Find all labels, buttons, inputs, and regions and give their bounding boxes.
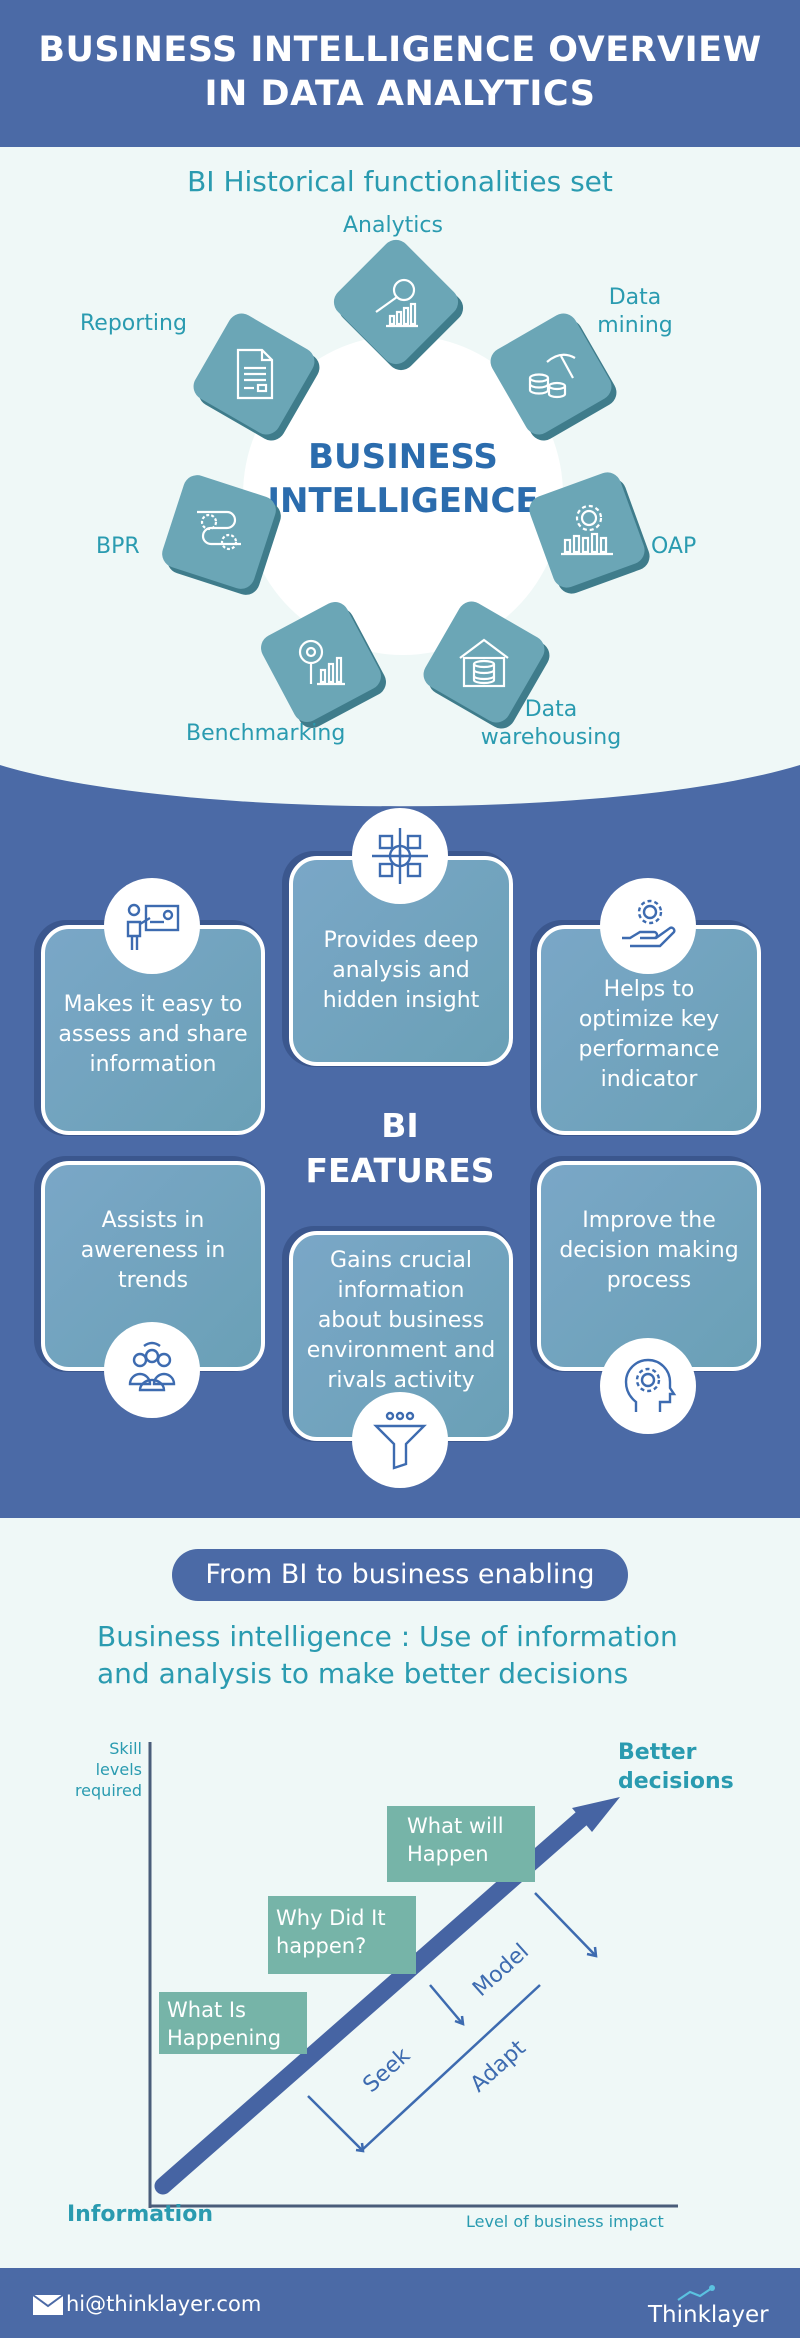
y-axis-label: Skill levels required: [74, 1739, 142, 1800]
thinklayer-logo-icon: [677, 2285, 715, 2301]
footer-email[interactable]: hi@thinklayer.com: [66, 2292, 262, 2316]
goal-label: Better decisions: [618, 1740, 734, 1794]
label-data-mining: Data mining: [597, 285, 673, 338]
target-icon: [372, 828, 428, 884]
label-analytics: Analytics: [343, 213, 443, 238]
label-oap: OAP: [651, 534, 697, 559]
question-box-why: Why Did It happen?: [268, 1896, 416, 1974]
pickaxe-coins-icon: [528, 353, 576, 399]
footer-brand: Thinklayer: [648, 2302, 769, 2328]
feature-circle-2: [352, 808, 448, 904]
label-benchmarking: Benchmarking: [186, 721, 346, 746]
report-document-icon: [236, 348, 274, 400]
stopwatch-chart-icon: [298, 639, 345, 686]
magnifier-chart-icon: [375, 278, 418, 328]
enabling-pill: From BI to business enabling: [172, 1549, 628, 1601]
header-banner: [0, 0, 800, 147]
feature-circle-3: [600, 878, 696, 974]
enabling-subtitle: Business intelligence : Use of informati…: [97, 1620, 678, 1690]
label-data-warehousing: Data warehousing: [480, 697, 622, 750]
label-bpr: BPR: [96, 534, 140, 559]
presentation-icon: [126, 903, 180, 950]
head-gear-icon: [624, 1358, 677, 1412]
wave-divider: [0, 760, 800, 807]
process-gears-icon: [197, 510, 241, 551]
question-box-happening: What Is Happening: [159, 1992, 307, 2054]
label-reporting: Reporting: [80, 311, 187, 336]
feature-circle-6: [600, 1338, 696, 1434]
envelope-icon: [32, 2294, 64, 2315]
origin-label: Information: [67, 2202, 213, 2227]
business-intelligence-label: BUSINESS INTELLIGENCE: [267, 437, 539, 521]
question-box-will-happen: What will Happen: [387, 1806, 535, 1882]
feature-circle-4: [104, 1322, 200, 1418]
flow-arrows: [307, 1892, 598, 2153]
feature-circle-5: [352, 1392, 448, 1488]
gear-chart-icon: [561, 504, 613, 556]
funnel-icon: [373, 1411, 427, 1470]
growth-arrow-head: [572, 1797, 620, 1832]
feature-box-insight: Provides deep analysis and hidden insigh…: [289, 856, 513, 1066]
bi-features-title: BI FEATURES: [305, 1106, 495, 1190]
feature-box-assess: Makes it easy to assess and share inform…: [41, 925, 265, 1135]
feature-circle-1: [104, 878, 200, 974]
team-icon: [128, 1341, 176, 1392]
warehouse-icon: [459, 638, 509, 688]
x-axis-label: Level of business impact: [466, 2212, 664, 2231]
historical-title: BI Historical functionalities set: [187, 165, 613, 198]
page-title: BUSINESS INTELLIGENCE OVERVIEW IN DATA A…: [38, 30, 762, 114]
footer: [0, 2268, 800, 2338]
feature-box-decision: Improve the decision making process: [537, 1161, 761, 1371]
hand-gear-icon: [622, 899, 676, 948]
